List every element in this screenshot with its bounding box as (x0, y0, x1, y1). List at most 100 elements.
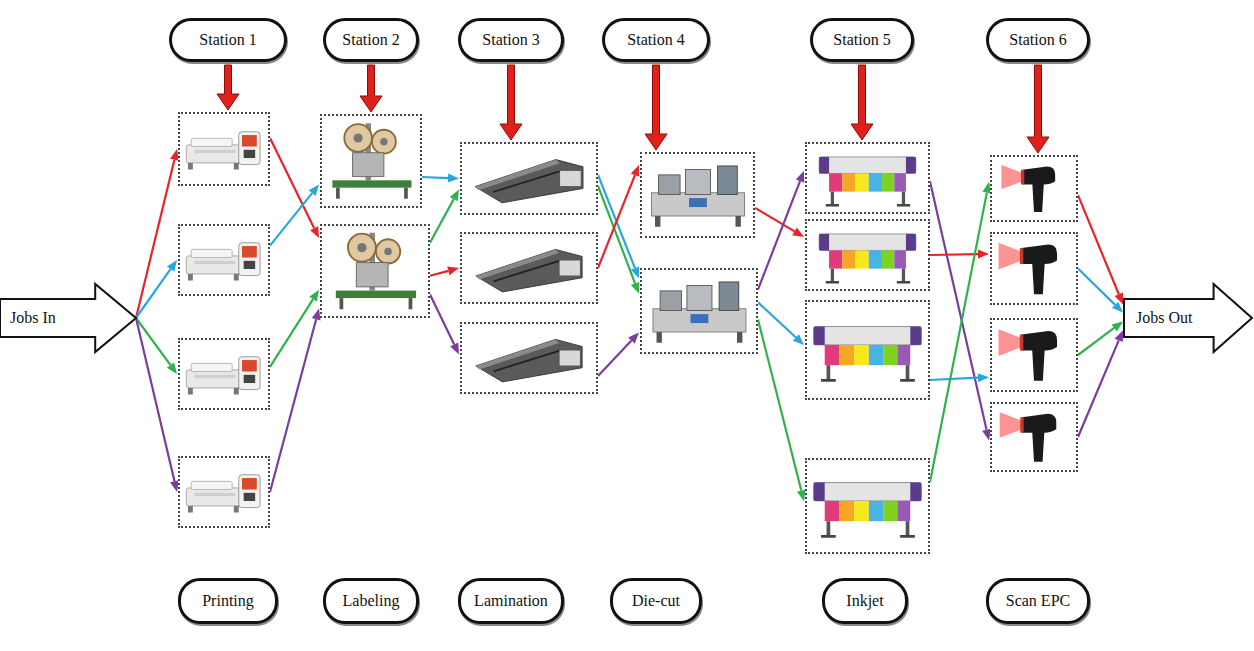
station-label: Station 1 (169, 18, 287, 62)
flow-line (1078, 195, 1119, 294)
flow-line (758, 181, 800, 289)
label-text: Lamination (474, 591, 548, 610)
flow-line (1078, 269, 1115, 305)
barcode-scanner-illustration (995, 323, 1073, 387)
scanner-station (990, 402, 1078, 472)
arrow-head (793, 334, 804, 345)
label-text: Station 6 (1009, 30, 1066, 49)
label-text: Die-cut (632, 591, 680, 610)
labeling-machine (320, 224, 430, 318)
arrow-head (978, 250, 989, 259)
flow-arrow (136, 149, 179, 318)
lamination-machine (460, 142, 598, 215)
flow-line (422, 177, 448, 178)
inkjet-printer-illustration (810, 305, 925, 395)
callout-arrow-shape (360, 65, 382, 112)
label-text: Station 5 (833, 30, 890, 49)
flow-arrow (758, 171, 804, 290)
flow-arrow (270, 309, 321, 492)
callout-arrow (851, 65, 873, 140)
flow-arrow (598, 333, 639, 377)
printing-machine (178, 456, 270, 528)
flow-arrow (430, 189, 459, 242)
label-text: Station 3 (482, 30, 539, 49)
inkjet-machine (805, 142, 930, 214)
jobs-in-arrow: Jobs In (0, 284, 136, 352)
flow-arrow (930, 250, 989, 259)
die-cutter-illustration (645, 157, 750, 233)
label-text: Labeling (343, 591, 400, 610)
arrow-head (167, 362, 177, 374)
flow-line (758, 302, 796, 337)
flow-line (136, 160, 174, 318)
flow-arrow (758, 320, 806, 502)
barcode-scanner-illustration (995, 407, 1073, 467)
arrow-head (628, 333, 639, 344)
flow-line (136, 269, 171, 318)
printing-machine (178, 338, 270, 410)
barcode-scanner-illustration (995, 237, 1073, 300)
process-label: Lamination (458, 578, 564, 624)
flow-arrow (598, 175, 639, 278)
flow-arrow (1078, 269, 1123, 313)
scanner-station (990, 232, 1078, 305)
inkjet-printer-illustration (810, 147, 925, 209)
flow-arrow (598, 165, 639, 268)
flow-line (758, 320, 801, 491)
printing-machine (178, 112, 270, 186)
flow-arrow (430, 295, 459, 355)
process-label: Die-cut (610, 578, 702, 624)
labeling-machine (320, 114, 422, 208)
station-label: Station 4 (602, 18, 710, 62)
callout-arrow (645, 65, 667, 150)
label-text: Inkjet (846, 591, 883, 610)
label-text: Station 2 (342, 30, 399, 49)
callout-arrow-shape (1027, 65, 1049, 153)
arrow-head (309, 185, 319, 196)
flow-arrow (270, 185, 319, 246)
process-label: Scan EPC (986, 578, 1090, 624)
flow-arrow (1078, 195, 1123, 304)
lamination-machine (460, 232, 598, 304)
arrow-head (631, 165, 639, 177)
die-cut-machine (640, 268, 758, 354)
process-label: Labeling (323, 578, 419, 624)
die-cut-machine (640, 152, 755, 238)
laminator-illustration (465, 147, 593, 210)
flow-arrow (270, 138, 319, 238)
printer-illustration (183, 117, 265, 181)
laminator-illustration (465, 237, 593, 299)
barcode-scanner-illustration (995, 160, 1073, 217)
label-text: Scan EPC (1006, 591, 1070, 610)
flow-line (598, 341, 631, 376)
flow-line (430, 295, 454, 345)
scanner-station (990, 155, 1078, 222)
flow-line (136, 318, 174, 481)
flow-line (270, 193, 312, 246)
arrow-head (1115, 330, 1123, 342)
callout-arrow (360, 65, 382, 112)
labeler-illustration (325, 229, 425, 313)
callout-arrow-shape (217, 65, 239, 110)
scanner-station (990, 318, 1078, 392)
process-label: Printing (178, 578, 278, 624)
station-label: Station 3 (458, 18, 564, 62)
flow-line (598, 175, 635, 268)
station-label: Station 2 (323, 18, 419, 62)
flow-arrow (1078, 330, 1123, 437)
flow-arrow (136, 318, 179, 492)
arrow-head (631, 282, 639, 294)
flow-arrow (430, 266, 459, 275)
arrow-head (792, 228, 804, 237)
arrow-head (450, 189, 459, 201)
callout-arrow-shape (500, 65, 522, 140)
station-label: Station 6 (986, 18, 1090, 62)
inkjet-machine (805, 300, 930, 400)
printer-illustration (183, 343, 265, 405)
process-label: Inkjet (822, 578, 908, 624)
jobs-out-arrow: Jobs Out (1124, 284, 1252, 352)
flow-arrow (930, 182, 991, 482)
flow-line (270, 138, 314, 228)
die-cutter-illustration (645, 273, 753, 349)
flow-line (930, 253, 978, 256)
